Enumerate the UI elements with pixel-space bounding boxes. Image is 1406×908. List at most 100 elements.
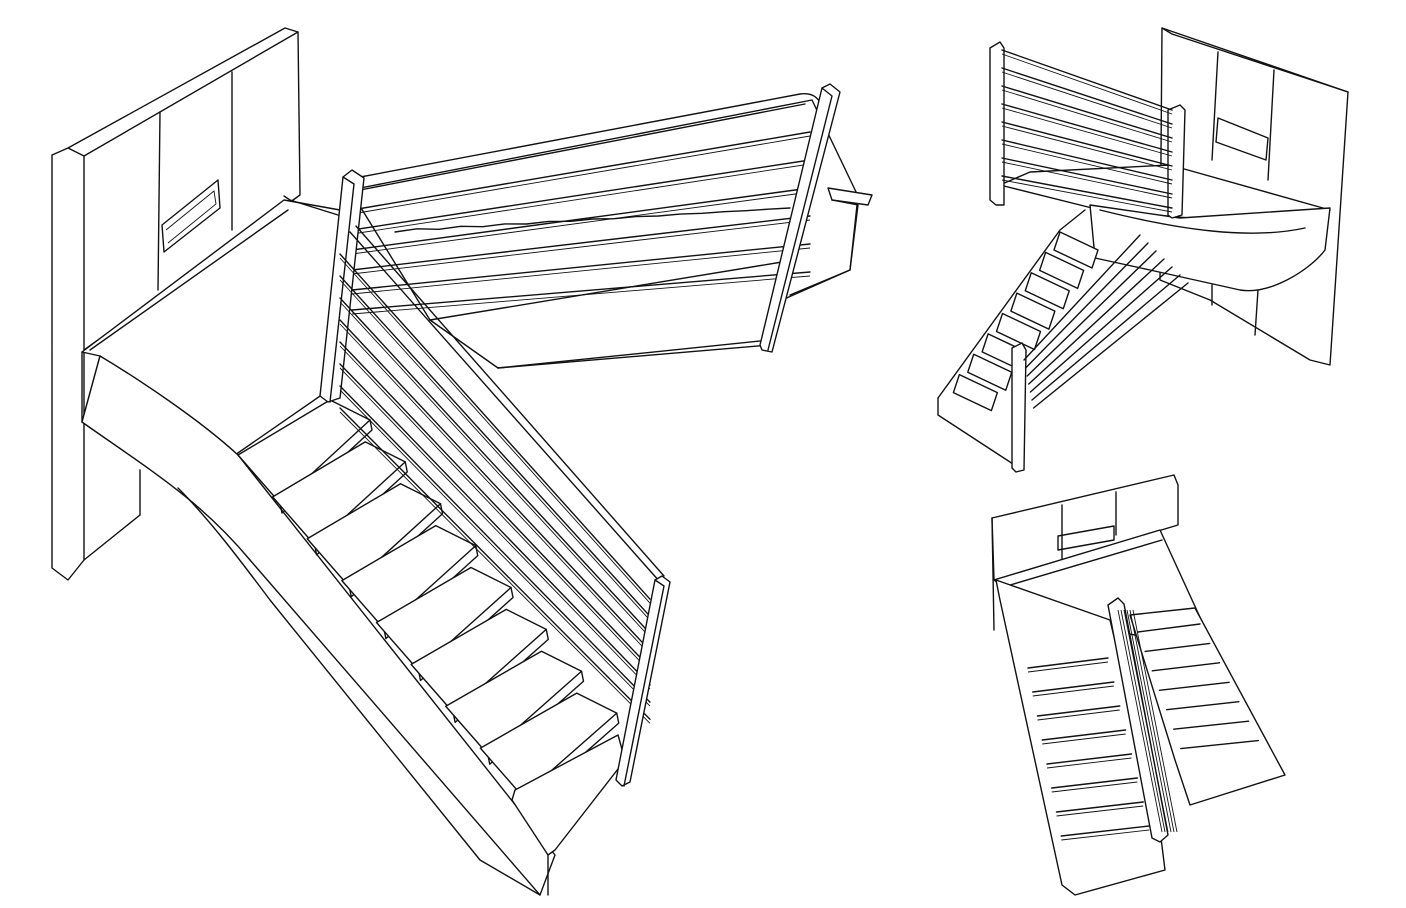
main-lower-rail [339,319,651,652]
br-balustrade-rail [1120,609,1166,833]
br-balustrade-rail [1129,609,1175,833]
br-left-step-nosing [1032,681,1115,693]
br-left-step-edge [1042,733,1126,745]
main-bottom-step [511,734,626,856]
tr-front-rail [1031,274,1181,401]
tr-step-tread [1010,292,1056,330]
main-lower-rail-edge [339,279,651,621]
br-left-step-edge [1037,709,1120,721]
main-upper-rail-edge [351,247,811,295]
main-upper-rail [351,187,811,251]
br-left-step-edge [1046,757,1132,769]
tr-back-rail-edge [1001,179,1173,213]
main-newel-posts-upper [319,83,841,403]
tr-back-rail-edge [1001,125,1173,171]
br-left-step-edge [1056,805,1144,817]
main-lower-steps [237,399,626,896]
main-lower-handrail [349,231,661,583]
br-balustrade-rail [1117,609,1163,833]
main-lower-rail-edge [339,367,651,690]
main-lower-rail-edge [339,411,651,724]
main-upper-rail-edge [351,219,811,275]
top-right-staircase-view [937,27,1349,473]
main-upper-rail [351,243,811,291]
main-lower-rail [339,385,651,703]
tr-back-rail [1001,85,1173,139]
br-left-step-edge [1051,781,1138,793]
main-lower-rail [339,253,651,600]
main-upper-rail-edge [351,135,811,215]
tr-front-rail [1028,258,1165,385]
tr-back-rail-edge [1001,53,1173,115]
br-left-step-nosing [1027,657,1109,669]
main-upper-rail [351,159,811,231]
bottom-right-staircase-view [991,474,1286,896]
br-right-step-nosing [1180,739,1259,750]
br-left-step-nosing [1046,753,1133,765]
main-lower-rail-edge [339,323,651,655]
br-left-step-nosing [1036,705,1121,717]
main-lower-handrail-top [355,225,665,577]
tr-front-rail [1026,250,1157,377]
br-right-step-nosing [1137,623,1201,633]
main-lower-rail-edge [339,301,651,638]
tr-back-rail [1001,139,1173,181]
br-balustrade-rail [1126,609,1172,833]
tr-back-rail-edge [1001,143,1173,185]
tr-back-rail-edge [1001,107,1173,157]
tr-back-rail-edge [1001,89,1173,143]
tr-back-rail [1001,121,1173,167]
main-lower-rail [339,297,651,635]
main-lower-rail [339,275,651,618]
main-lower-rail [339,407,651,720]
tr-front-rail [1029,266,1173,393]
tr-front-balustrade [1011,234,1189,473]
main-lower-rail-edge [339,257,651,604]
br-left-steps [995,579,1166,896]
br-right-steps [1129,607,1286,806]
br-left-step-nosing [1060,825,1150,837]
main-lower-rail-edge [339,389,651,707]
tr-back-rail [1001,103,1173,153]
tr-back-balustrade [989,41,1186,219]
main-upper-rail-edge [351,163,811,235]
main-upper-rail-edge [351,191,811,255]
br-balustrade-rail [1132,609,1178,833]
tr-back-rail-edge [1001,71,1173,129]
br-left-step-edge [1032,685,1114,697]
br-right-step-nosing [1158,681,1230,691]
tr-front-rail [1024,242,1149,369]
br-right-step-nosing [1173,720,1250,730]
main-upper-rail [351,215,811,271]
br-left-step-nosing [1041,729,1127,741]
br-balustrade-rail [1123,609,1169,833]
tr-back-rail [1001,67,1173,125]
br-right-step-nosing [1144,642,1211,653]
tr-step-tread [1024,272,1070,310]
br-left-step-nosing [1055,801,1144,813]
main-upper-rail [351,131,811,211]
tr-front-rail [1032,282,1189,409]
tr-step-tread [1053,231,1099,269]
tr-front-rail [1023,234,1141,361]
tr-back-rail [1001,157,1173,195]
br-right-step-nosing [1151,662,1221,672]
main-back-wall [51,27,301,581]
main-lower-rail-edge [339,345,651,673]
tr-step-tread [952,373,999,412]
br-left-step-edge [1061,829,1150,841]
main-staircase-view [51,27,873,896]
br-back-wall [991,474,1179,631]
br-right-step-nosing [1165,701,1240,711]
tr-back-rail-edge [1001,161,1173,199]
br-left-step-nosing [1051,777,1139,789]
main-upper-rail [351,271,811,311]
tr-step-tread [967,353,1013,391]
tr-back-rail [1001,49,1173,111]
main-lower-rail [339,341,651,669]
main-newel-post-bottom [615,575,671,787]
main-lower-balustrade [339,225,665,724]
tr-back-rail [1001,175,1173,209]
